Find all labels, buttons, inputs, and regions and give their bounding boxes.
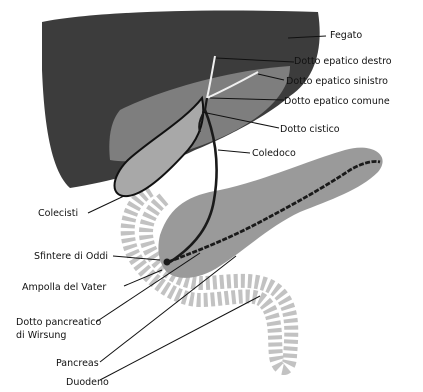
label-ampolla-del-vater: Ampolla del Vater (22, 282, 106, 293)
label-dotto-pancreatico-line2: di Wirsung (16, 330, 66, 341)
leader-duodeno (100, 296, 260, 380)
leader-colecisti (88, 196, 124, 213)
label-fegato: Fegato (330, 30, 362, 41)
oddi-sphincter-marker (164, 259, 171, 266)
label-coledoco: Coledoco (252, 148, 296, 159)
label-dotto-pancreatico-line1: Dotto pancreatico (16, 317, 101, 328)
label-sfintere-di-oddi: Sfintere di Oddi (34, 251, 108, 262)
label-dotto-epatico-comune: Dotto epatico comune (284, 96, 390, 107)
label-pancreas: Pancreas (56, 358, 99, 369)
label-dotto-cistico: Dotto cistico (280, 124, 340, 135)
label-dotto-epatico-sinistro: Dotto epatico sinistro (286, 76, 388, 87)
label-colecisti: Colecisti (38, 208, 78, 219)
leader-dotto-pancreatico (96, 253, 200, 322)
leader-coledoco (218, 150, 250, 153)
label-duodeno: Duodeno (66, 377, 109, 388)
label-dotto-epatico-destro: Dotto epatico destro (294, 56, 392, 67)
